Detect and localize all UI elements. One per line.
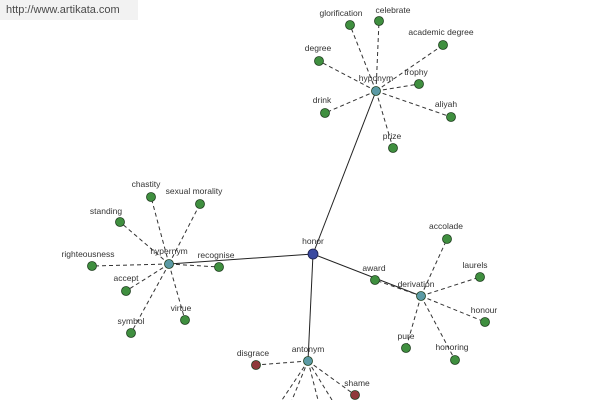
word-label-recognise: recognise bbox=[198, 250, 235, 260]
spoke-antonym-disgrace bbox=[255, 360, 309, 366]
spoke-hypernym-righteousness bbox=[91, 263, 170, 267]
spoke-derivation-pure bbox=[405, 295, 422, 349]
word-label-degree: degree bbox=[305, 43, 332, 53]
word-label-pure: pure bbox=[397, 331, 414, 341]
word-label-honour: honour bbox=[471, 305, 498, 315]
spoke-hypernym-chastity bbox=[150, 196, 170, 265]
word-node-recognise[interactable] bbox=[214, 262, 224, 272]
word-node-pure[interactable] bbox=[401, 343, 411, 353]
word-label-drink: drink bbox=[313, 95, 332, 105]
spoke-hyponym-prize bbox=[375, 90, 394, 149]
word-node-disgrace[interactable] bbox=[251, 360, 261, 370]
word-node-sexual-morality[interactable] bbox=[195, 199, 205, 209]
word-node-standing[interactable] bbox=[115, 217, 125, 227]
word-node-accept[interactable] bbox=[121, 286, 131, 296]
word-node-celebrate[interactable] bbox=[374, 16, 384, 26]
spoke-derivation-accolade bbox=[420, 238, 448, 297]
edge-honor-hypernym bbox=[168, 253, 314, 265]
edges bbox=[168, 90, 422, 362]
spoke-derivation-honour bbox=[420, 295, 486, 323]
hub-label-hypernym: hypernym bbox=[150, 246, 187, 256]
spoke-hypernym-virtue bbox=[168, 263, 186, 321]
word-label-righteousness: righteousness bbox=[62, 249, 115, 259]
spoke-hypernym-sexual-morality bbox=[168, 203, 201, 265]
word-label-glorification: glorification bbox=[320, 8, 363, 18]
word-node-degree[interactable] bbox=[314, 56, 324, 66]
word-label-sexual-morality: sexual morality bbox=[166, 186, 223, 196]
hub-label-derivation: derivation bbox=[398, 279, 435, 289]
spokes bbox=[91, 20, 486, 400]
word-label-celebrate: celebrate bbox=[376, 5, 411, 15]
spoke-antonym-offscreen-4 bbox=[307, 360, 333, 400]
spoke-derivation-laurels bbox=[420, 276, 481, 297]
word-label-award: award bbox=[362, 263, 385, 273]
word-label-symbol: symbol bbox=[118, 316, 145, 326]
word-node-honoring[interactable] bbox=[450, 355, 460, 365]
word-label-virtue: virtue bbox=[171, 303, 192, 313]
edge-honor-hyponym bbox=[312, 90, 377, 255]
spoke-hypernym-standing bbox=[119, 221, 170, 265]
spoke-hypernym-recognise bbox=[168, 263, 220, 268]
spoke-hyponym-trophy bbox=[375, 83, 420, 92]
word-label-disgrace: disgrace bbox=[237, 348, 269, 358]
word-label-accept: accept bbox=[113, 273, 139, 283]
spoke-hyponym-glorification bbox=[349, 24, 377, 92]
word-node-symbol[interactable] bbox=[126, 328, 136, 338]
spoke-hypernym-accept bbox=[125, 263, 170, 292]
spoke-hyponym-celebrate bbox=[375, 20, 380, 92]
spoke-derivation-award bbox=[374, 279, 422, 297]
center-label-honor: honor bbox=[302, 236, 324, 246]
word-label-aliyah: aliyah bbox=[435, 99, 457, 109]
edge-honor-derivation bbox=[312, 253, 422, 297]
word-node-accolade[interactable] bbox=[442, 234, 452, 244]
hub-label-hyponym: hyponym bbox=[359, 73, 394, 83]
spoke-derivation-honoring bbox=[420, 295, 456, 361]
word-label-prize: prize bbox=[383, 131, 402, 141]
url-banner[interactable]: http://www.artikata.com bbox=[0, 0, 138, 20]
word-node-drink[interactable] bbox=[320, 108, 330, 118]
word-node-honour[interactable] bbox=[480, 317, 490, 327]
word-label-academic-degree: academic degree bbox=[408, 27, 473, 37]
word-label-trophy: trophy bbox=[404, 67, 428, 77]
word-label-shame: shame bbox=[344, 378, 370, 388]
spoke-antonym-offscreen-1 bbox=[281, 360, 309, 400]
spoke-hyponym-aliyah bbox=[375, 90, 452, 118]
spoke-hyponym-degree bbox=[318, 60, 377, 92]
spoke-antonym-offscreen-2 bbox=[291, 360, 309, 400]
nodes bbox=[87, 16, 490, 400]
center-node-honor[interactable] bbox=[307, 248, 319, 260]
labels: chastity sexual morality standing righteous… bbox=[62, 5, 498, 388]
edge-honor-antonym bbox=[307, 253, 314, 362]
word-node-chastity[interactable] bbox=[146, 192, 156, 202]
hub-node-derivation[interactable] bbox=[416, 291, 426, 301]
hub-node-antonym[interactable] bbox=[303, 356, 313, 366]
word-node-glorification[interactable] bbox=[345, 20, 355, 30]
word-node-aliyah[interactable] bbox=[446, 112, 456, 122]
word-label-chastity: chastity bbox=[132, 179, 162, 189]
word-node-trophy[interactable] bbox=[414, 79, 424, 89]
spoke-hyponym-drink bbox=[324, 90, 377, 114]
word-node-laurels[interactable] bbox=[475, 272, 485, 282]
word-label-laurels: laurels bbox=[462, 260, 487, 270]
hub-label-antonym: antonym bbox=[292, 344, 325, 354]
spoke-antonym-shame bbox=[307, 360, 356, 396]
word-node-award[interactable] bbox=[370, 275, 380, 285]
hub-node-hypernym[interactable] bbox=[164, 259, 174, 269]
word-node-shame[interactable] bbox=[350, 390, 360, 400]
spoke-hypernym-symbol bbox=[130, 263, 170, 334]
hub-node-hyponym[interactable] bbox=[371, 86, 381, 96]
word-node-prize[interactable] bbox=[388, 143, 398, 153]
word-node-virtue[interactable] bbox=[180, 315, 190, 325]
word-label-accolade: accolade bbox=[429, 221, 463, 231]
word-node-righteousness[interactable] bbox=[87, 261, 97, 271]
word-label-standing: standing bbox=[90, 206, 122, 216]
word-node-academic-degree[interactable] bbox=[438, 40, 448, 50]
word-label-honoring: honoring bbox=[435, 342, 468, 352]
